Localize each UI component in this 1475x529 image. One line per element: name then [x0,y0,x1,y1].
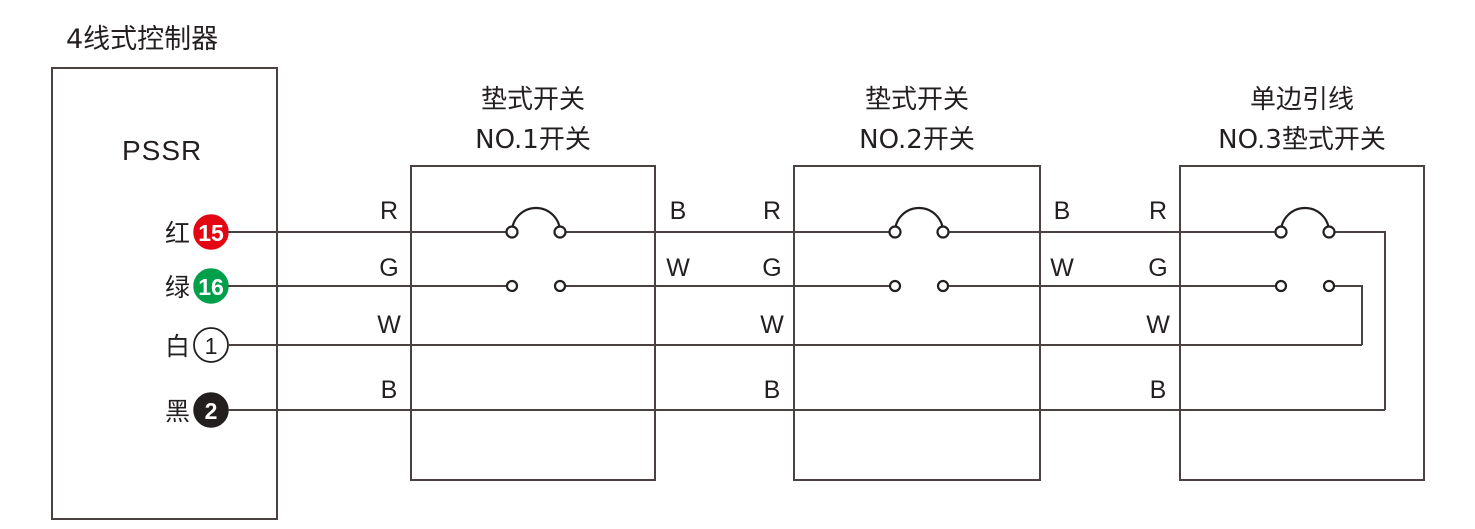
switch-3-r-contact-left[interactable] [1274,225,1288,239]
switch-box-1-right-label-w: W [666,254,690,282]
terminal-green[interactable]: 绿 16 [165,268,229,304]
switch-box-1-right-label-b: B [670,197,687,225]
switch-box-1-left-labels: R G W B [377,197,401,404]
switch-1-r-contact-left[interactable] [505,225,519,239]
switch-2-g-contact-left[interactable] [888,279,902,293]
switch-box-1-title-line1: 垫式开关 [481,85,585,115]
switch-3-r-contact-right[interactable] [1322,225,1336,239]
switch-box-2-left-label-w: W [760,311,784,339]
switch-box-1-left-label-g: G [379,254,398,282]
terminal-red-color-label: 红 [165,219,190,248]
terminal-black[interactable]: 黑 2 [165,392,229,428]
switch-3-r-jumper-arc [1279,206,1331,233]
switch-3-g-contact-right[interactable] [1322,279,1336,293]
switch-2-r-jumper-arc [893,206,945,233]
wire-g-loopback-to-w [1329,285,1363,345]
switch-box-1-outline [410,165,656,481]
terminal-green-number: 16 [198,274,224,300]
terminal-black-color-label: 黑 [165,397,190,426]
switch-box-2-right-label-b: B [1054,197,1071,225]
switch-box-3-left-label-b: B [1150,376,1167,404]
switch-2-r-contact-right[interactable] [936,225,950,239]
switch-box-2-left-label-g: G [762,254,781,282]
switch-box-1-contacts[interactable] [505,206,567,293]
switch-box-3-group: 单边引线 NO.3垫式开关 [1179,85,1425,481]
switch-box-3-left-label-r: R [1149,197,1167,225]
terminal-white[interactable]: 白 1 [165,327,229,363]
controller-name: PSSR [122,135,202,166]
switch-box-1-group: 垫式开关 NO.1开关 [410,85,656,481]
switch-box-1-left-label-w: W [377,311,401,339]
switch-box-3-contacts[interactable] [1274,206,1336,293]
terminal-white-color-label: 白 [165,332,190,361]
switch-1-r-jumper-arc [510,206,562,233]
switch-box-2-left-label-b: B [764,376,781,404]
switch-box-3-outline [1179,165,1425,481]
switch-1-r-contact-right[interactable] [553,225,567,239]
terminal-black-number: 2 [205,398,218,424]
wire-run-r [228,231,1386,410]
wire-r-loopback-to-b [1329,231,1386,410]
terminal-red-number: 15 [198,220,224,246]
controller-box [51,67,278,520]
switch-1-g-contact-left[interactable] [505,279,519,293]
switch-box-2-right-label-w: W [1050,254,1074,282]
switch-box-2-outline [793,165,1041,481]
switch-box-1-left-label-b: B [381,376,398,404]
terminal-green-color-label: 绿 [165,273,190,302]
terminal-white-number: 1 [205,333,218,359]
switch-box-2-left-labels: R G W B [760,197,784,404]
switch-box-2-title-line1: 垫式开关 [865,85,969,115]
switch-box-2-left-label-r: R [763,197,781,225]
switch-box-1-title-line2: NO.1开关 [475,125,591,155]
switch-box-2-right-labels: B W [1050,197,1074,282]
switch-box-3-title-line2: NO.3垫式开关 [1218,125,1386,155]
switch-box-1-left-label-r: R [380,197,398,225]
switch-box-3-left-label-g: G [1148,254,1167,282]
switch-box-2-contacts[interactable] [888,206,950,293]
switch-box-3-left-labels: R G W B [1146,197,1170,404]
switch-box-2-title-line2: NO.2开关 [859,125,975,155]
diagram-title: 4线式控制器 [66,24,218,55]
switch-box-3-left-label-w: W [1146,311,1170,339]
switch-2-r-contact-left[interactable] [888,225,902,239]
switch-1-g-contact-right[interactable] [553,279,567,293]
terminal-red[interactable]: 红 15 [165,214,229,250]
switch-box-1-right-labels: B W [666,197,690,282]
controller-group: 4线式控制器 PSSR [51,24,278,520]
switch-box-3-title-line1: 单边引线 [1250,85,1354,115]
switch-3-g-contact-left[interactable] [1274,279,1288,293]
switch-box-2-group: 垫式开关 NO.2开关 [793,85,1041,481]
wire-run-g [228,285,1363,345]
switch-2-g-contact-right[interactable] [936,279,950,293]
